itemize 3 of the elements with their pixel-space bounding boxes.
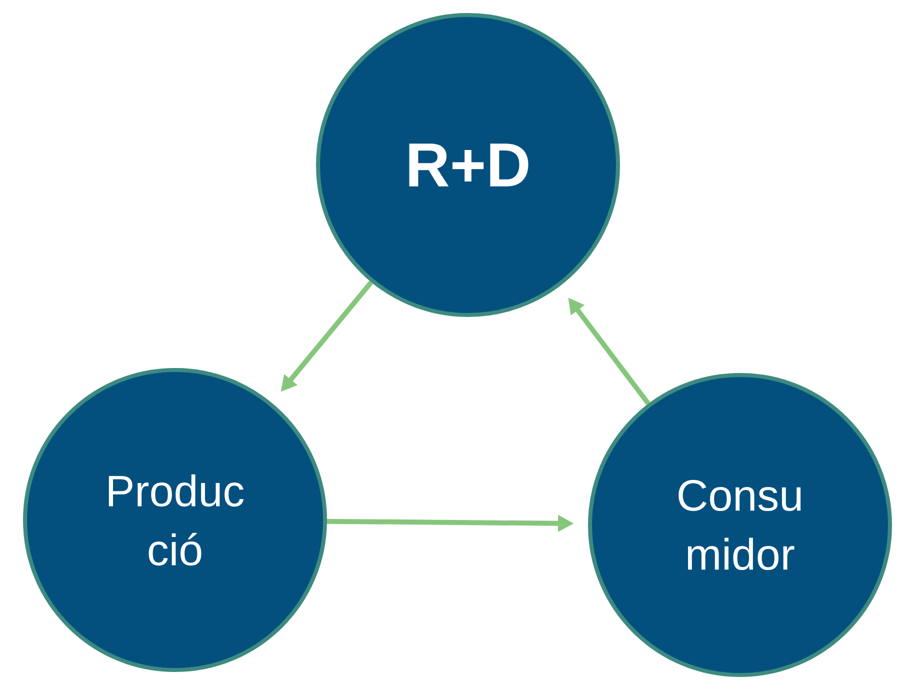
circle-node: Produc ció (23, 368, 327, 672)
circle-node: R+D (316, 13, 620, 317)
circle-node: Consu midor (588, 372, 892, 677)
